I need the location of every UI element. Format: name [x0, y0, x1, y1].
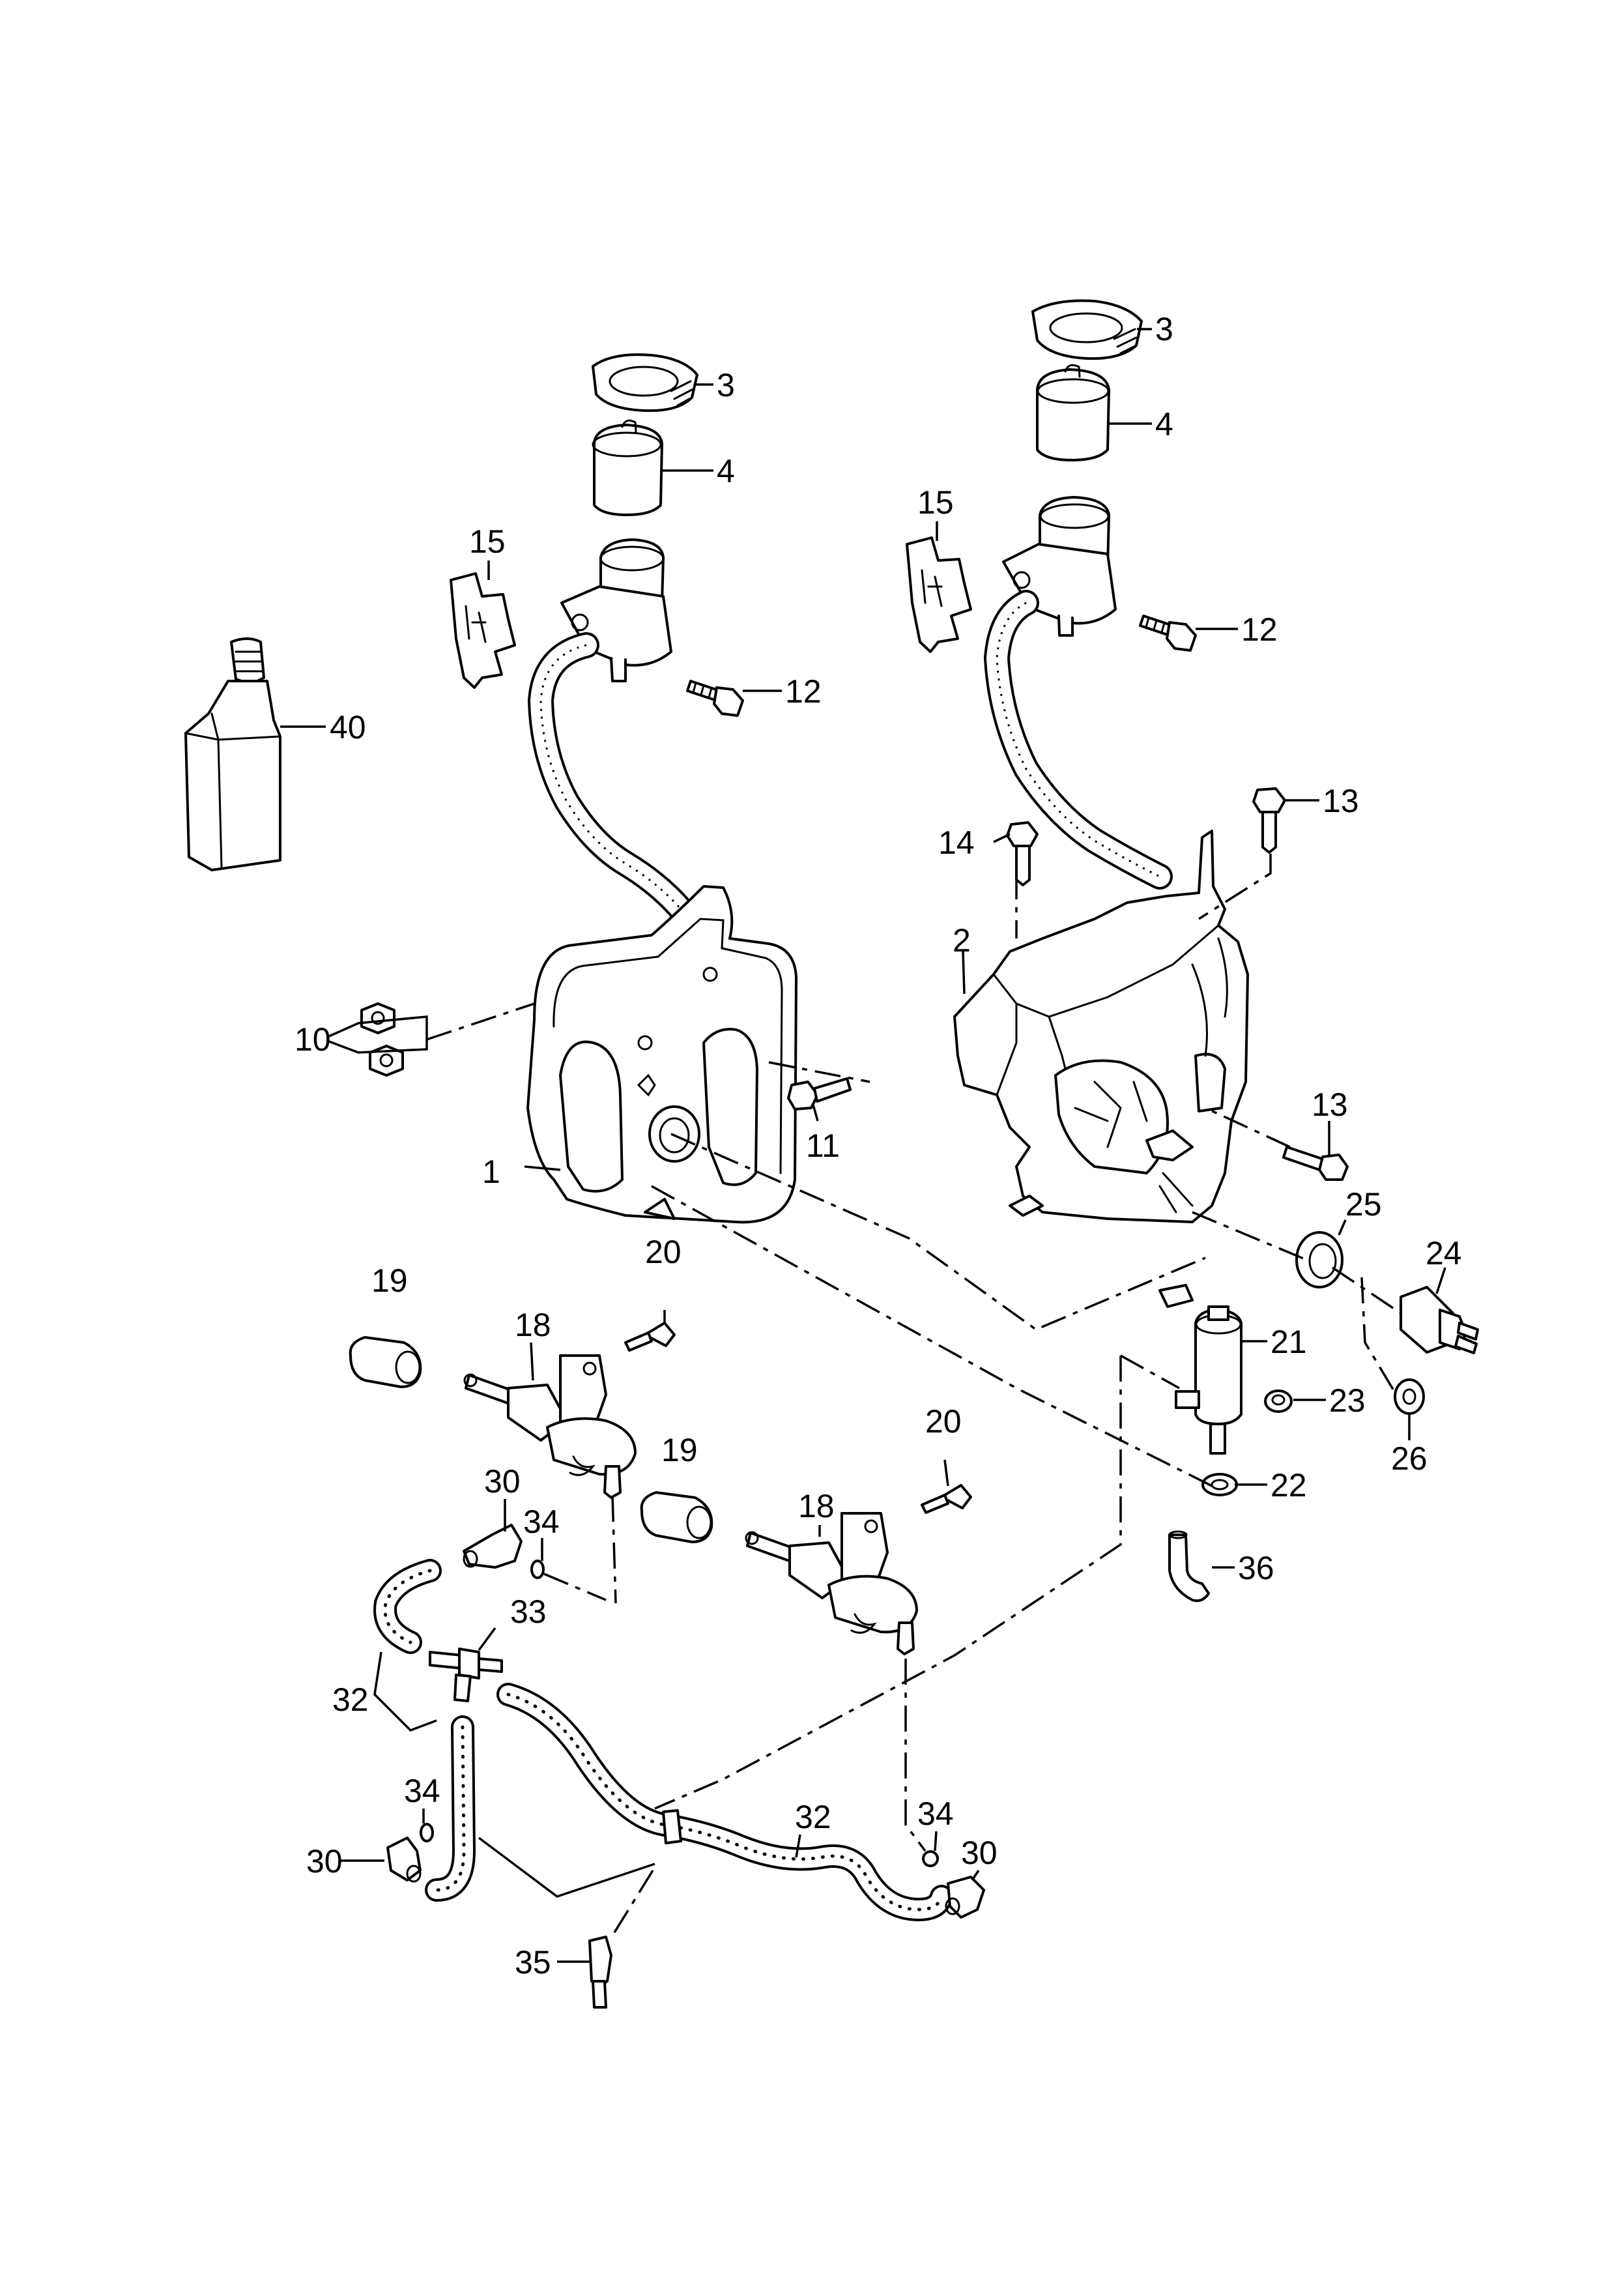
washer-reservoir-left — [526, 885, 797, 1224]
callout-30-left: 30 — [306, 1843, 343, 1880]
callout-21: 21 — [1271, 1324, 1307, 1360]
headlamp-nozzle-right — [745, 1512, 918, 1655]
nozzle-cover-right — [640, 1491, 713, 1543]
callout-3-left: 3 — [717, 367, 735, 403]
callout-3-right: 3 — [1155, 311, 1173, 347]
cap-seal-right — [1031, 299, 1143, 360]
callout-4-right: 4 — [1155, 406, 1173, 443]
o-ring-34-right — [922, 1850, 939, 1867]
bolt-13-lower — [1282, 1146, 1349, 1181]
callout-20-left: 20 — [645, 1234, 682, 1270]
callout-12-left: 12 — [785, 673, 822, 710]
bolt-14 — [1006, 821, 1039, 886]
t-piece-33 — [429, 1648, 503, 1702]
callout-26: 26 — [1391, 1440, 1428, 1477]
callout-10: 10 — [294, 1021, 331, 1058]
callout-36: 36 — [1238, 1550, 1274, 1586]
callout-1: 1 — [482, 1154, 500, 1190]
washer-reservoir-right — [953, 830, 1249, 1308]
callout-12-right: 12 — [1241, 611, 1278, 648]
callout-32-right: 32 — [795, 1799, 831, 1835]
grommet-23 — [1264, 1389, 1293, 1413]
elbow-30-right — [945, 1876, 985, 1919]
level-sensor-24 — [1400, 1286, 1479, 1354]
callout-13-lower: 13 — [1312, 1086, 1348, 1123]
callout-18-right: 18 — [798, 1488, 835, 1524]
callout-13-top: 13 — [1323, 783, 1359, 819]
bracket-clip-right — [906, 536, 972, 653]
callout-23: 23 — [1329, 1382, 1366, 1419]
callout-leader-lines — [280, 328, 1446, 1963]
callout-2: 2 — [953, 922, 971, 959]
o-ring-34-top — [530, 1560, 545, 1579]
callout-19-right: 19 — [661, 1432, 698, 1468]
callout-labels: 1 2 3 3 4 4 10 11 12 12 13 13 14 15 15 1… — [294, 311, 1462, 1981]
bolt-13-top — [1252, 787, 1286, 854]
hose-clip-35 — [588, 1936, 612, 2009]
callout-4-left: 4 — [717, 453, 735, 489]
callout-33: 33 — [510, 1593, 547, 1630]
grommet-25 — [1295, 1231, 1343, 1288]
elbow-30-left — [386, 1837, 422, 1883]
bellow-hose-left — [528, 632, 694, 922]
callout-11: 11 — [806, 1127, 840, 1164]
bellow-hose-right — [984, 590, 1173, 890]
callout-22: 22 — [1271, 1467, 1307, 1504]
callout-24: 24 — [1426, 1235, 1462, 1272]
washer-pump-21 — [1175, 1305, 1242, 1455]
elbow-30-top — [463, 1524, 523, 1569]
callout-32-left: 32 — [332, 1681, 369, 1718]
callout-30-right: 30 — [961, 1835, 998, 1871]
callout-35: 35 — [515, 1944, 551, 1981]
hose-32-vertical — [425, 1715, 476, 1902]
hose-32-long — [496, 1683, 953, 1921]
callout-34-left: 34 — [404, 1773, 440, 1809]
nozzle-cover-left — [349, 1336, 422, 1388]
cap-seal-left — [592, 353, 698, 413]
callout-14: 14 — [938, 824, 975, 861]
bracket-clip-left — [450, 572, 516, 689]
callout-15-right: 15 — [917, 484, 954, 521]
callout-34-right: 34 — [917, 1795, 954, 1832]
o-ring-34-left — [420, 1823, 434, 1842]
washer-26 — [1394, 1378, 1425, 1415]
screw-20-right — [921, 1484, 972, 1514]
hex-nuts-10 — [360, 1002, 404, 1077]
bolt-12-right — [1139, 615, 1197, 652]
callout-25: 25 — [1345, 1186, 1382, 1223]
callout-30-top: 30 — [484, 1463, 521, 1500]
bolt-12-left — [686, 680, 744, 717]
callout-34-top: 34 — [523, 1504, 560, 1540]
filler-cap-right — [1036, 364, 1110, 461]
callout-15-left: 15 — [469, 523, 506, 560]
filler-cap-left — [592, 419, 663, 516]
hose-32-left — [373, 1559, 442, 1654]
callout-40: 40 — [330, 709, 366, 746]
elbow-connector-36 — [1168, 1530, 1210, 1603]
fluid-bottle-40 — [184, 637, 281, 871]
callout-20-right: 20 — [925, 1403, 962, 1440]
screw-20-left — [624, 1322, 676, 1352]
dashed-leader-lines — [426, 854, 1401, 1936]
headlamp-nozzle-left — [463, 1354, 637, 1499]
callout-19-left: 19 — [371, 1262, 408, 1299]
bolt-11 — [787, 1077, 852, 1111]
callout-18-left: 18 — [515, 1307, 551, 1343]
